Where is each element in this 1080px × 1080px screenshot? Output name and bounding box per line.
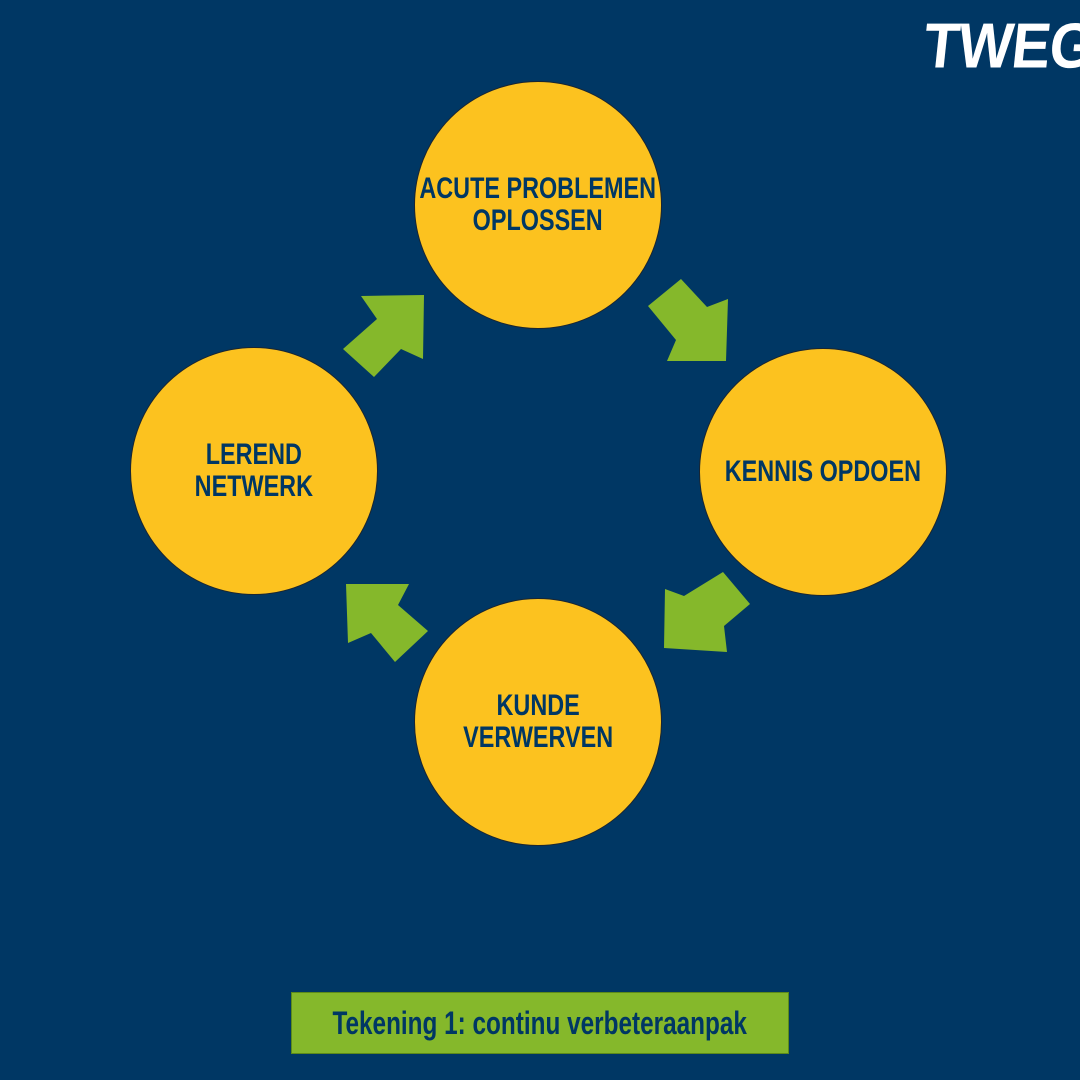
node-label-line: LEREND [205, 438, 303, 471]
node-label-line: NETWERK [194, 470, 314, 503]
node-label-line: KENNIS OPDOEN [724, 455, 922, 488]
caption-text: Tekening 1: continu verbeteraanpak [332, 1004, 748, 1041]
node-kunde-verwerven: KUNDE VERWERVEN [414, 598, 662, 846]
node-label-line: ACUTE PROBLEMEN [419, 172, 657, 205]
node-label-line: VERWERVEN [463, 721, 613, 754]
node-label-line: KUNDE [496, 689, 580, 722]
node-kennis-opdoen: KENNIS OPDOEN [699, 348, 947, 596]
arrow-kennis-to-kunde [664, 572, 750, 652]
node-acute-problemen-oplossen: ACUTE PROBLEMEN OPLOSSEN [414, 81, 662, 329]
arrow-kunde-to-netwerk [346, 584, 428, 662]
arrow-problemen-to-kennis [648, 279, 728, 361]
arrow-netwerk-to-problemen [343, 295, 424, 377]
node-label-line: OPLOSSEN [472, 204, 604, 237]
node-lerend-netwerk: LEREND NETWERK [130, 347, 378, 595]
figure-caption: Tekening 1: continu verbeteraanpak [291, 992, 789, 1054]
